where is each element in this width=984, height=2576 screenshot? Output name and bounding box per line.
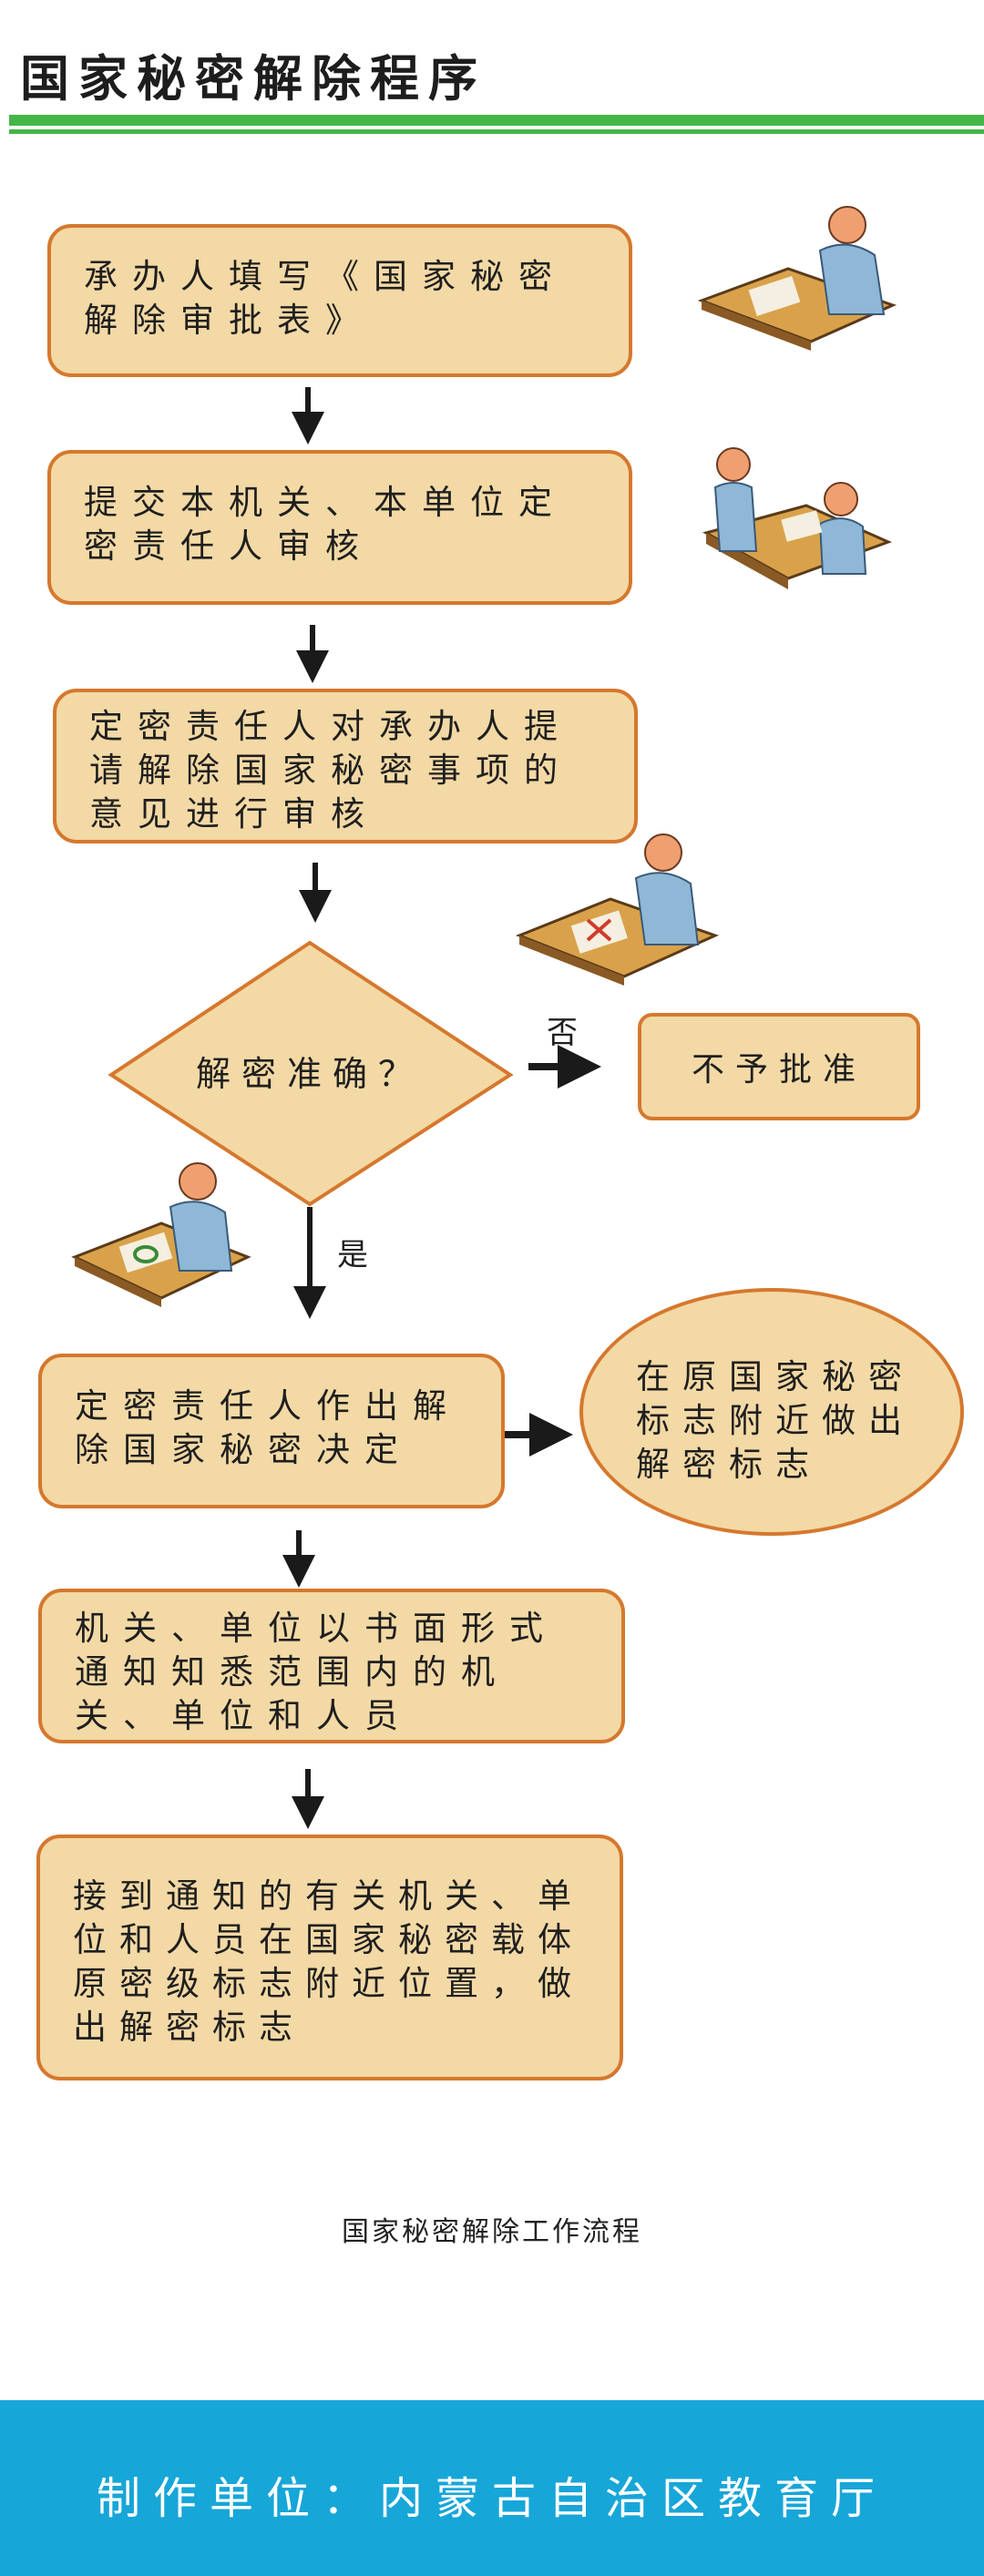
decision-yes-label: 是 <box>337 1237 368 1273</box>
decision-question: 解密准确？ <box>195 1054 424 1094</box>
header-rule-thin <box>9 129 984 134</box>
side-oval-mark: 在原国家秘密标志附近做出解密标志 <box>579 1288 964 1536</box>
illustration-two-people <box>702 447 893 589</box>
step-notify: 机关、单位以书面形式通知知悉范围内的机关、单位和人员 <box>38 1589 625 1743</box>
header-rule-thick <box>9 115 984 126</box>
flow-caption: 国家秘密解除工作流程 <box>342 2216 642 2248</box>
step-submit-review: 提交本机关、本单位定密责任人审核 <box>47 450 632 605</box>
illustration-person-writing <box>697 206 897 351</box>
page-title: 国家秘密解除程序 <box>20 50 487 107</box>
step-decide-release: 定密责任人作出解除国家秘密决定 <box>38 1354 505 1508</box>
footer-bar: 制作单位：内蒙古自治区教育厅 <box>0 2400 984 2576</box>
step-fill-form: 承办人填写《国家秘密解除审批表》 <box>47 224 632 377</box>
illustration-person-approve <box>71 1162 251 1307</box>
decision-diamond <box>108 940 514 1207</box>
step-mark-carrier: 接到通知的有关机关、单位和人员在国家秘密载体原密级标志附近位置，做出解密标志 <box>36 1835 623 2080</box>
reject-box: 不予批准 <box>638 1013 920 1120</box>
step-responsible-review: 定密责任人对承办人提请解除国家秘密事项的意见进行审核 <box>53 689 638 843</box>
footer-credit: 制作单位：内蒙古自治区教育厅 <box>96 2473 887 2524</box>
illustration-person-reject <box>515 833 720 986</box>
decision-no-label: 否 <box>547 1015 578 1051</box>
